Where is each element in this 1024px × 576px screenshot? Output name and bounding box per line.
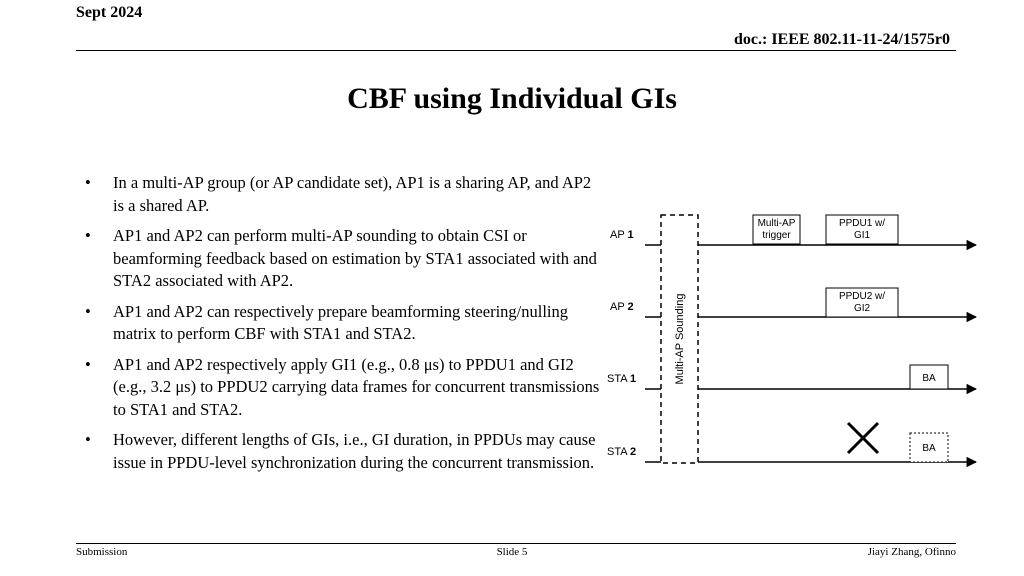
label-sta2: STA 2 <box>607 446 636 458</box>
bullet-item: • In a multi-AP group (or AP candidate se… <box>84 172 604 217</box>
label-ap1: AP 1 <box>610 229 634 241</box>
label-ap2: AP 2 <box>610 301 634 313</box>
bullet-dot: • <box>85 301 91 321</box>
footer-slide-number: Slide 5 <box>496 546 528 558</box>
header-date: Sept 2024 <box>76 4 143 21</box>
timing-diagram: AP 1 AP 2 STA 1 STA 2 Multi-AP Sounding … <box>607 214 978 468</box>
bullet-item: • However, different lengths of GIs, i.e.… <box>84 429 604 474</box>
bullet-text: However, different lengths of GIs, i.e.,… <box>113 430 596 472</box>
ba-sta1-box <box>909 364 949 390</box>
cross-icon <box>846 421 880 455</box>
bullet-dot: • <box>85 354 91 374</box>
ppdu2-box <box>825 287 899 318</box>
bullet-dot: • <box>85 226 91 245</box>
ba-sta2-box <box>909 432 949 463</box>
bullet-item: • AP1 and AP2 can respectively prepare be… <box>84 301 604 346</box>
ppdu2-label: PPDU2 w/GI2 <box>839 291 885 314</box>
bullet-dot: • <box>85 430 91 449</box>
bullet-text: AP1 and AP2 can respectively prepare bea… <box>113 301 568 344</box>
bullet-text: AP1 and AP2 can perform multi-AP soundin… <box>113 226 597 290</box>
sounding-box <box>660 214 699 464</box>
bullet-item: • AP1 and AP2 respectively apply GI1 (e.g… <box>84 354 604 422</box>
ba-sta2-label: BA <box>922 443 936 454</box>
bullet-text: In a multi-AP group (or AP candidate set… <box>113 173 592 215</box>
bullet-text: AP1 and AP2 respectively apply GI1 (e.g.… <box>113 354 600 419</box>
ppdu1-label: PPDU1 w/GI1 <box>839 218 885 241</box>
label-sta1: STA 1 <box>607 373 636 385</box>
ppdu1-box <box>825 214 899 245</box>
footer-author: Jiayi Zhang, Ofinno <box>867 546 956 558</box>
footer-submission: Submission <box>76 546 128 558</box>
trigger-box <box>752 214 801 245</box>
bullet-list: • In a multi-AP group (or AP candidate se… <box>84 172 604 482</box>
sounding-label: Multi-AP Sounding <box>674 294 686 385</box>
slide-title: CBF using Individual GIs <box>347 82 677 115</box>
header-divider <box>76 50 956 51</box>
bullet-item: • AP1 and AP2 can perform multi-AP soundi… <box>84 225 604 293</box>
bullet-dot: • <box>85 173 91 192</box>
footer-divider <box>76 543 956 544</box>
header-doc-id: doc.: IEEE 802.11-11-24/1575r0 <box>733 31 950 48</box>
ba-sta1-label: BA <box>922 373 936 384</box>
